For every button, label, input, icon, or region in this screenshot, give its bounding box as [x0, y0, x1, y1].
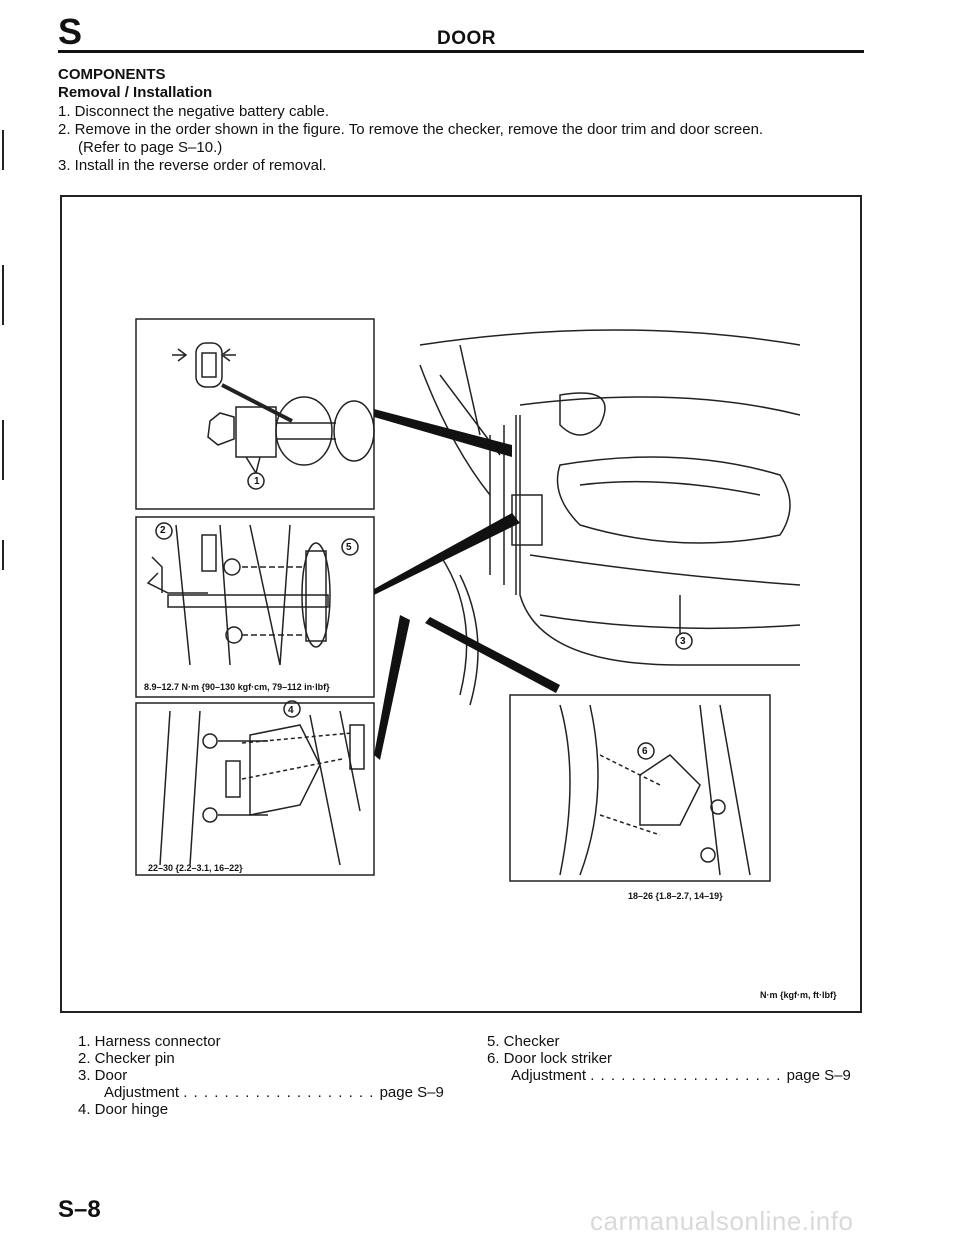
legend-item-2: 2. Checker pin [78, 1050, 175, 1067]
legend-item-5: 5. Checker [487, 1033, 560, 1050]
door-illustration [135, 318, 801, 882]
inset-door-hinge [135, 702, 375, 876]
header-rule [58, 50, 864, 53]
units-note: N·m {kgf·m, ft·lbf} [760, 990, 837, 1000]
callout-2: 2 [160, 525, 166, 536]
page-reference: page S–9 [379, 1084, 444, 1101]
components-figure [60, 195, 862, 1013]
torque-hinge: 22–30 {2.2–3.1, 16–22} [148, 863, 243, 873]
callout-1: 1 [254, 476, 260, 487]
margin-mark [2, 265, 4, 325]
section-letter: S [58, 11, 83, 52]
leader-dots: . . . . . . . . . . . . . . . . . . . [183, 1084, 380, 1101]
callout-3: 3 [680, 636, 686, 647]
torque-striker: 18–26 {1.8–2.7, 14–19} [628, 891, 723, 901]
adjustment-label: Adjustment [104, 1084, 180, 1101]
inset-door-striker [509, 694, 771, 882]
leader-dots: . . . . . . . . . . . . . . . . . . . [590, 1067, 787, 1084]
callout-6: 6 [642, 746, 648, 757]
legend-item-4: 4. Door hinge [78, 1101, 169, 1118]
step-3: 3. Install in the reverse order of remov… [58, 157, 327, 174]
callout-5: 5 [346, 542, 352, 553]
torque-checker: 8.9–12.7 N·m {90–130 kgf·cm, 79–112 in·l… [144, 682, 330, 692]
margin-mark [2, 130, 4, 170]
legend-item-1: 1. Harness connector [78, 1033, 221, 1050]
inset-checker [135, 516, 375, 698]
page-reference: page S–9 [786, 1067, 851, 1084]
watermark-url: carmanualsonline.info [590, 1206, 854, 1236]
page-title: DOOR [437, 28, 496, 49]
legend-item-6: 6. Door lock striker [487, 1050, 613, 1067]
components-heading: COMPONENTS [58, 66, 166, 83]
margin-mark [2, 540, 4, 570]
legend-striker-adjustment: Adjustment . . . . . . . . . . . . . . .… [511, 1067, 851, 1084]
step-2-reference: (Refer to page S–10.) [78, 139, 223, 156]
removal-installation-heading: Removal / Installation [58, 84, 213, 101]
page-number: S–8 [58, 1196, 101, 1223]
callout-4: 4 [288, 705, 294, 716]
legend-door-adjustment: Adjustment . . . . . . . . . . . . . . .… [104, 1084, 444, 1101]
adjustment-label: Adjustment [511, 1067, 587, 1084]
margin-mark [2, 420, 4, 480]
legend-item-3: 3. Door [78, 1067, 128, 1084]
step-1: 1. Disconnect the negative battery cable… [58, 103, 329, 120]
step-2: 2. Remove in the order shown in the figu… [58, 121, 764, 138]
